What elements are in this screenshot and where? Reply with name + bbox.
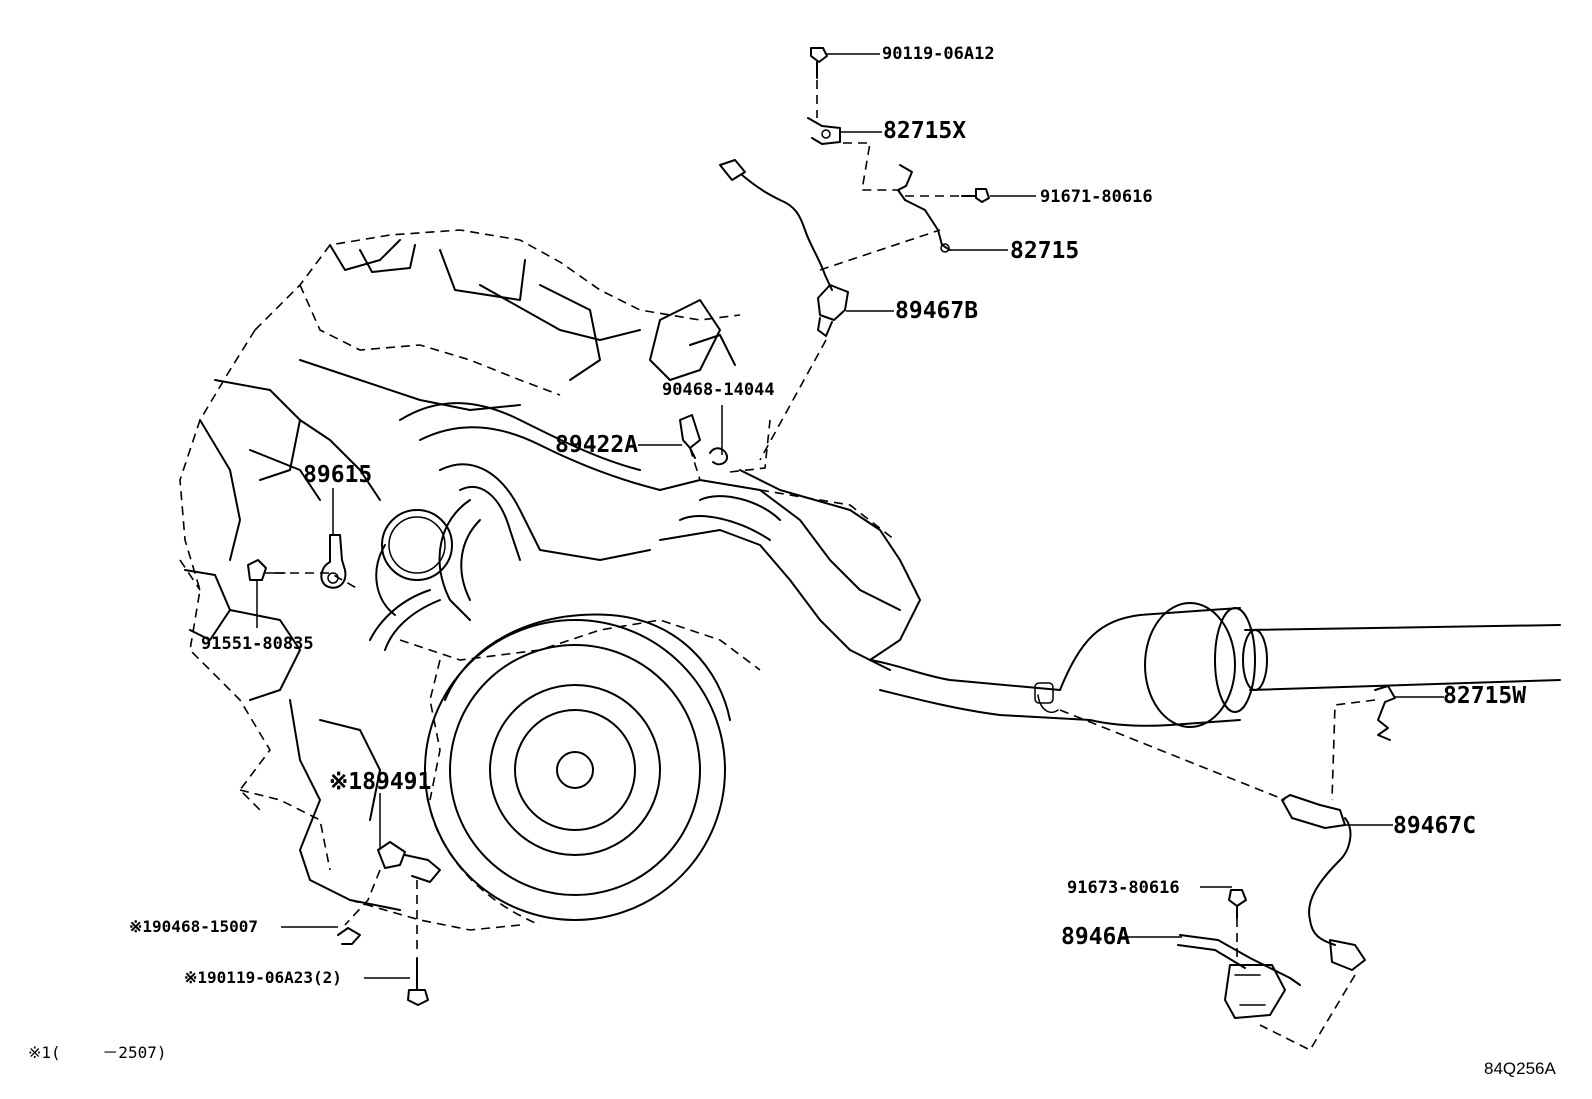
part-label[interactable]: ※190468-15007 bbox=[129, 917, 258, 936]
part-label[interactable]: 82715 bbox=[1010, 238, 1079, 264]
assembly-guide-lines bbox=[275, 80, 1376, 1052]
bolt-icon bbox=[810, 47, 828, 79]
clamp-icon bbox=[897, 164, 951, 253]
part-label[interactable]: 89422A bbox=[555, 432, 638, 458]
part-label[interactable]: 90119-06A12 bbox=[882, 44, 995, 64]
part-label[interactable]: ※189491 bbox=[329, 769, 431, 795]
temperature-sensor-icon bbox=[679, 414, 701, 459]
position-sensor-icon bbox=[377, 841, 441, 883]
part-label[interactable]: 91671-80616 bbox=[1040, 187, 1153, 207]
part-label[interactable]: 90468-14044 bbox=[662, 380, 775, 400]
oxygen-sensor-icon bbox=[719, 159, 849, 337]
engine-assembly-drawing bbox=[179, 229, 921, 931]
bolt-icon bbox=[247, 559, 286, 581]
exhaust-catalyst-drawing bbox=[869, 602, 1561, 728]
part-label[interactable]: 82715X bbox=[883, 118, 966, 144]
part-label[interactable]: 91673-80616 bbox=[1067, 878, 1180, 898]
clip-icon bbox=[337, 927, 361, 945]
part-label[interactable]: 91551-80835 bbox=[201, 634, 314, 654]
clip-icon bbox=[709, 447, 729, 466]
illustration-code: 84Q256A bbox=[1484, 1059, 1556, 1078]
part-label[interactable]: 89467C bbox=[1393, 813, 1476, 839]
bracket-icon bbox=[807, 117, 841, 145]
speed-sensor-icon bbox=[1177, 934, 1301, 1019]
part-label[interactable]: 82715W bbox=[1443, 683, 1526, 709]
oxygen-sensor-icon bbox=[1281, 794, 1366, 971]
bolt-icon bbox=[1228, 889, 1247, 919]
part-label[interactable]: 89467B bbox=[895, 298, 978, 324]
part-label[interactable]: 8946A bbox=[1061, 924, 1130, 950]
part-label[interactable]: ※190119-06A23(2) bbox=[184, 968, 342, 987]
bolt-icon bbox=[407, 957, 429, 1006]
bolt-icon bbox=[961, 188, 990, 203]
part-label[interactable]: 89615 bbox=[303, 462, 372, 488]
bracket-icon bbox=[1374, 685, 1396, 741]
footnote: ※1( －2507) bbox=[28, 1043, 166, 1062]
leader-lines bbox=[256, 53, 1444, 979]
